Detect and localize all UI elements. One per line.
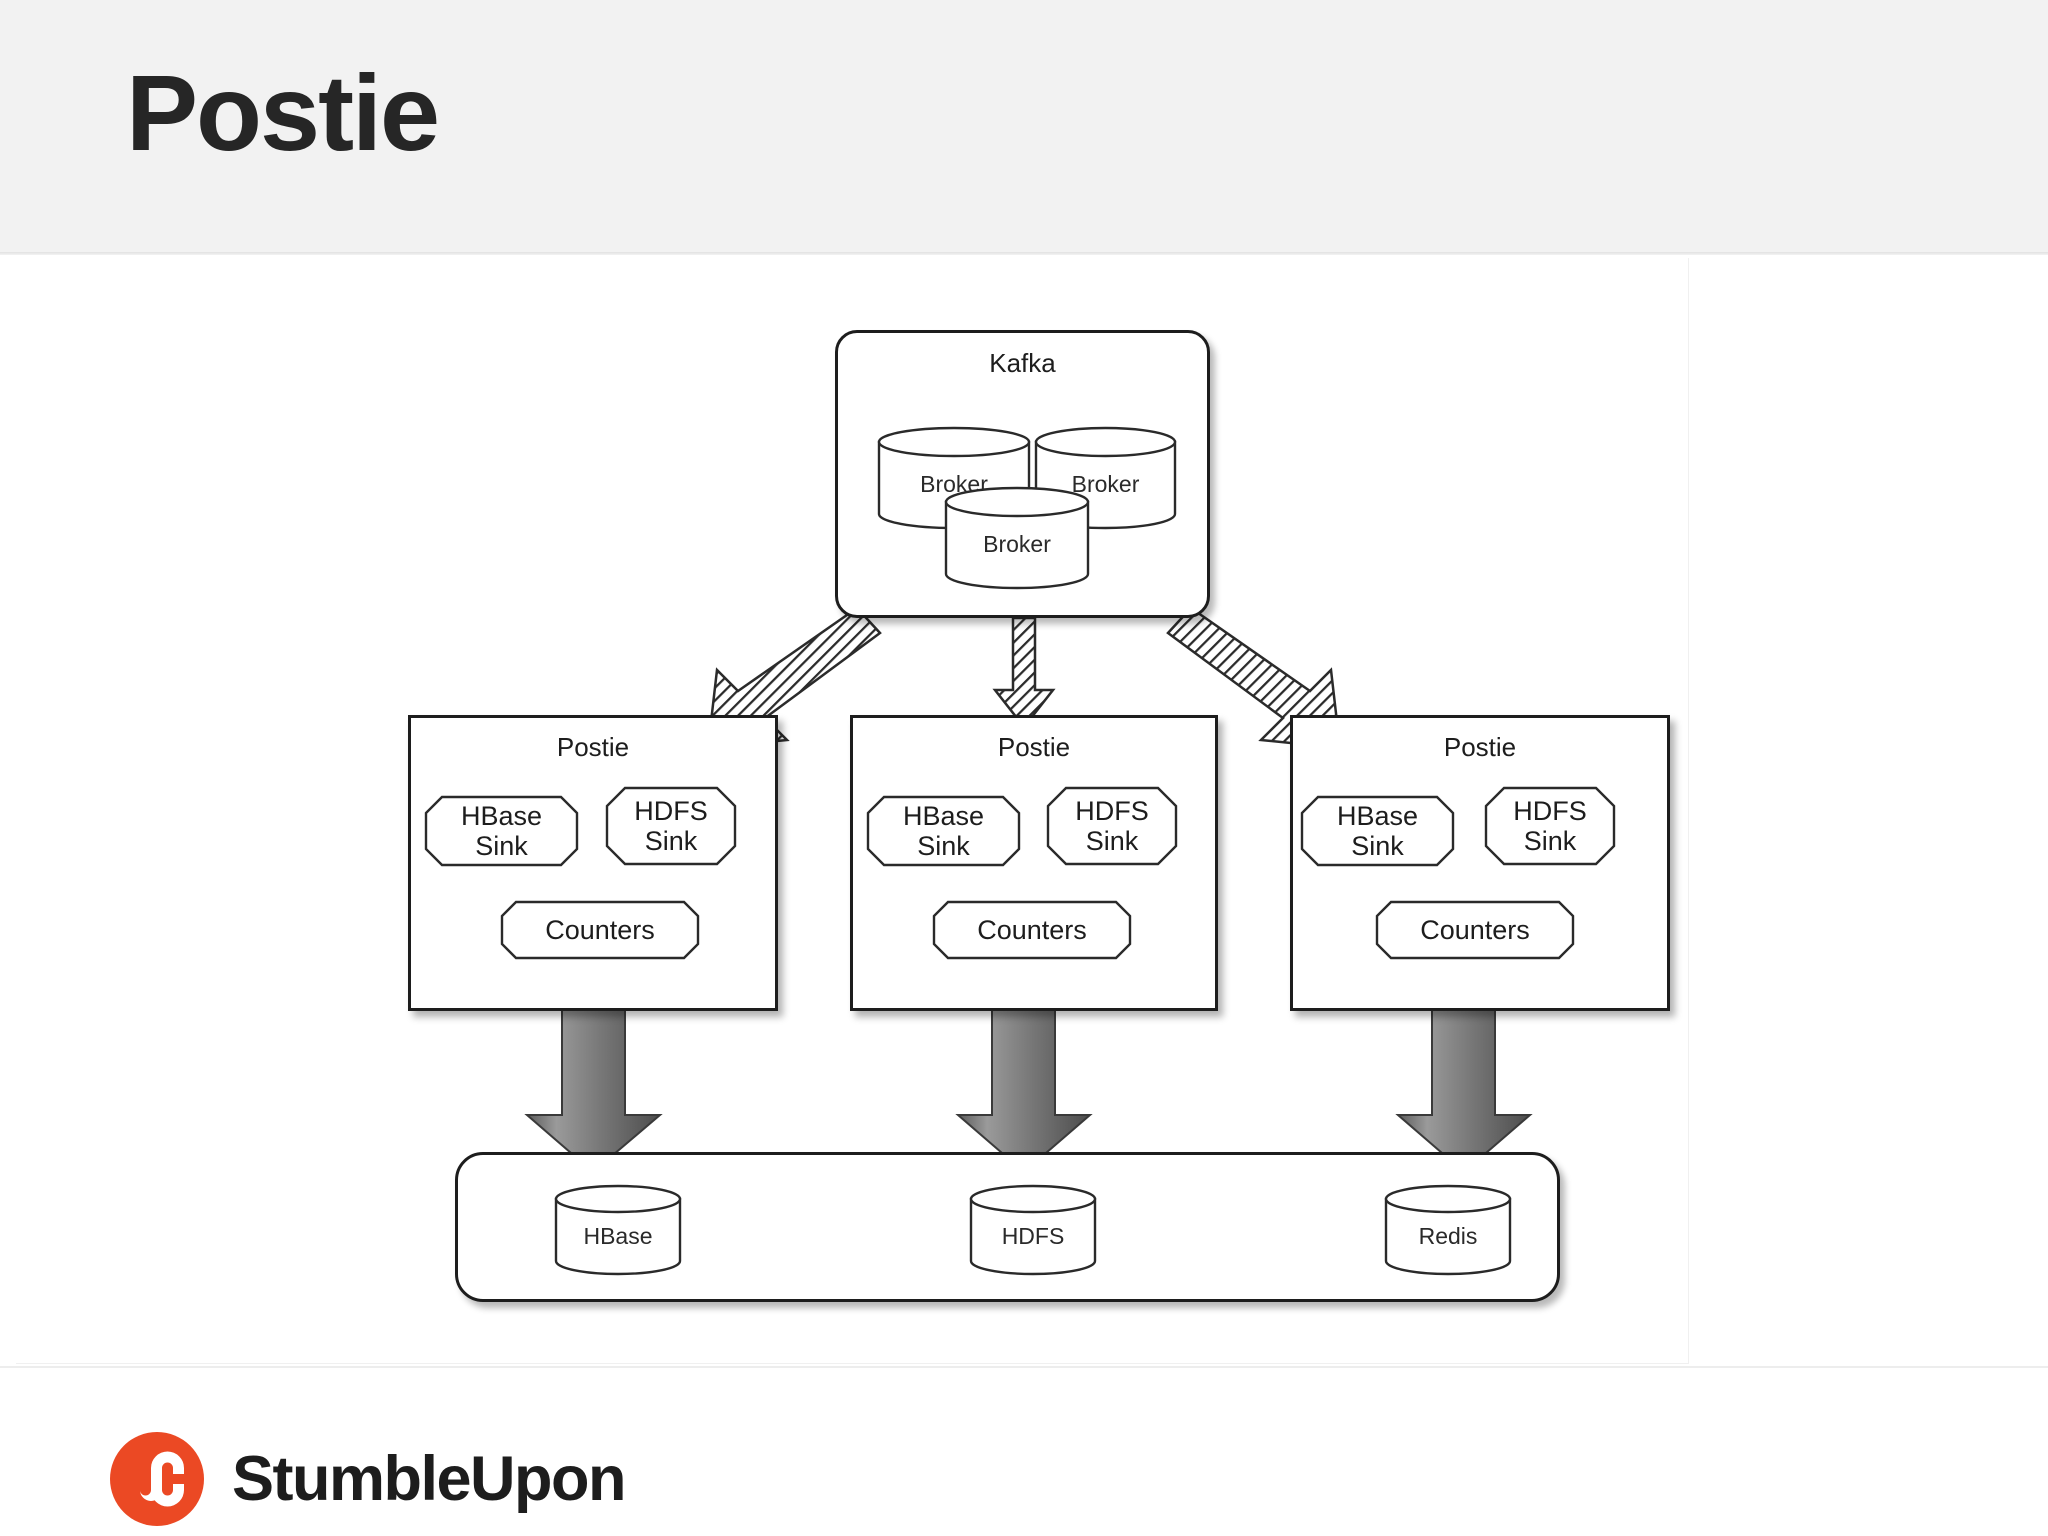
kafka-title: Kafka bbox=[989, 348, 1056, 378]
storage-redis-cylinder[interactable]: Redis bbox=[1383, 1184, 1513, 1276]
stumbleupon-logo: StumbleUpon bbox=[110, 1432, 626, 1526]
arrow-postie1-to-storage bbox=[524, 1009, 663, 1174]
arrow-postie3-to-storage bbox=[1395, 1009, 1533, 1174]
slide-header-band: Postie bbox=[0, 0, 2048, 255]
postie-3-hdfs-sink[interactable]: HDFS Sink bbox=[1484, 786, 1616, 866]
postie-title-2: Postie bbox=[997, 732, 1071, 762]
postie-1-counters[interactable]: Counters bbox=[500, 900, 700, 960]
kafka-broker-cylinder-3[interactable]: Broker bbox=[943, 486, 1091, 590]
postie-title-3: Postie bbox=[1443, 732, 1517, 762]
postie-3-counters[interactable]: Counters bbox=[1375, 900, 1575, 960]
postie-2-hbase-sink[interactable]: HBase Sink bbox=[866, 795, 1021, 867]
postie-title-1: Postie bbox=[556, 732, 630, 762]
arrow-kafka-to-postie-2 bbox=[992, 616, 1056, 730]
footer-divider bbox=[0, 1366, 2048, 1368]
storage-hdfs-cylinder[interactable]: HDFS bbox=[968, 1184, 1098, 1276]
postie-1-hbase-sink[interactable]: HBase Sink bbox=[424, 795, 579, 867]
arrow-postie2-to-storage bbox=[955, 1009, 1093, 1174]
stumbleupon-wordmark: StumbleUpon bbox=[232, 1444, 626, 1514]
postie-1-hdfs-sink[interactable]: HDFS Sink bbox=[605, 786, 737, 866]
storage-hbase-cylinder[interactable]: HBase bbox=[553, 1184, 683, 1276]
postie-3-hbase-sink[interactable]: HBase Sink bbox=[1300, 795, 1455, 867]
postie-2-hdfs-sink[interactable]: HDFS Sink bbox=[1046, 786, 1178, 866]
stumbleupon-su-icon bbox=[110, 1432, 204, 1526]
postie-2-counters[interactable]: Counters bbox=[932, 900, 1132, 960]
page-title: Postie bbox=[126, 52, 440, 173]
